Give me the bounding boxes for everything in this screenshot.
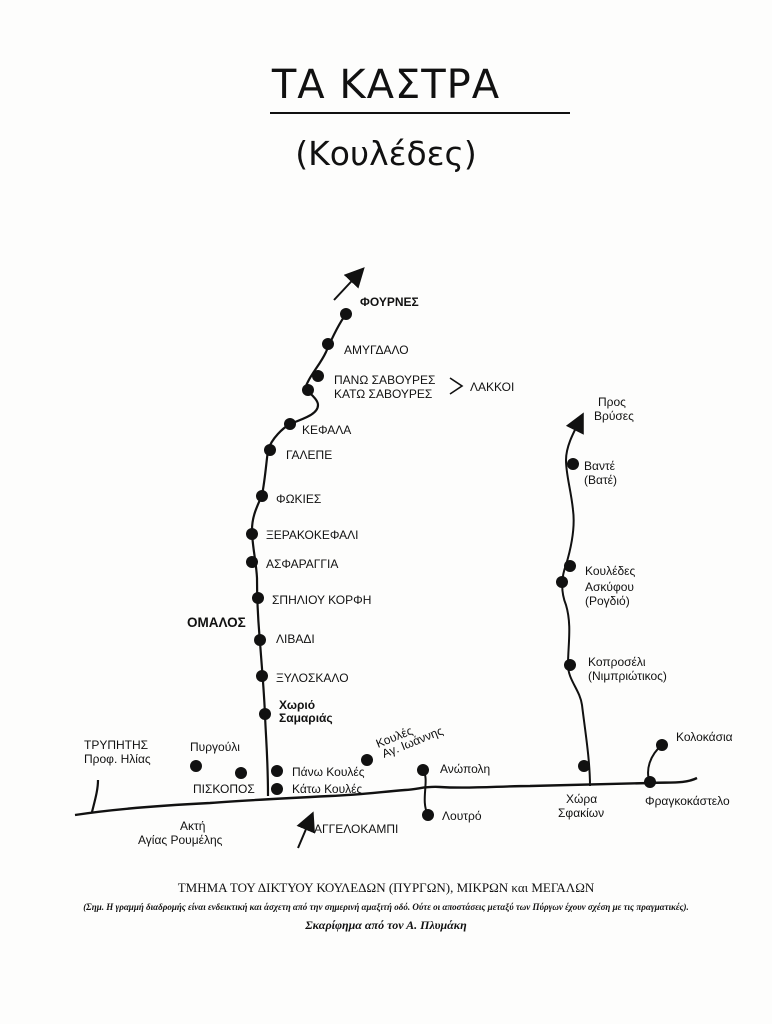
marker-asfaraggia: [246, 556, 258, 568]
coastal-route-line: [74, 776, 698, 817]
label-fragkokastelo: Φραγκοκάστελο: [645, 794, 730, 808]
marker-loutro: [422, 809, 434, 821]
marker-pano-koules: [271, 765, 283, 777]
label-trypitis-1: ΤΡΥΠΗΤΗΣ: [84, 738, 148, 752]
marker-anopoli: [417, 764, 429, 776]
label-anopoli: Ανώπολη: [440, 762, 490, 776]
marker-xerakokefali: [246, 528, 258, 540]
marker-vante: [567, 458, 579, 470]
marker-spiliou-korfi: [252, 592, 264, 604]
label-trypitis-2: Προφ. Ηλίας: [84, 752, 151, 766]
label-fokies: ΦΩΚΙΕΣ: [276, 492, 321, 506]
marker-koules-ag-ioannis: [361, 754, 373, 766]
trypitis-branch-line: [90, 779, 100, 813]
label-xerakokefali: ΞΕΡΑΚΟΚΕΦΑΛΙ: [266, 528, 358, 542]
footer-note: (Σημ. Η γραμμή διαδρομής είναι ενδεικτικ…: [83, 902, 689, 912]
label-asfaraggia: ΑΣΦΑΡΑΓΓΙΑ: [266, 557, 338, 571]
label-xorio-2: Σαμαριάς: [279, 711, 333, 725]
label-akti-1: Ακτή: [180, 819, 205, 833]
map-subtitle: (Κουλέδες): [295, 134, 477, 173]
label-xyloskalo: ΞΥΛΟΣΚΑΛΟ: [276, 671, 349, 685]
marker-kefala: [284, 418, 296, 430]
label-koprosseli-1: Κοπροσέλι: [588, 655, 646, 669]
label-spiliou-korfi: ΣΠΗΛΙΟΥ ΚΟΡΦΗ: [272, 593, 371, 607]
label-pyrgouli: Πυργούλι: [190, 740, 240, 754]
marker-fournes: [340, 308, 352, 320]
label-askyfou-2: (Ρογδιό): [585, 594, 630, 608]
label-lakkoi: ΛΑΚΚΟΙ: [470, 380, 514, 394]
label-aggelokampi: ΑΓΓΕΛΟΚΑΜΠΙ: [314, 822, 398, 836]
label-omalos: ΟΜΑΛΟΣ: [187, 615, 246, 630]
marker-pyrgouli: [190, 760, 202, 772]
marker-fokies: [256, 490, 268, 502]
marker-kolokasia: [656, 739, 668, 751]
label-chora-2: Σφακίων: [558, 806, 604, 820]
marker-pano-savoures: [312, 370, 324, 382]
label-piskopos: ΠΙΣΚΟΠΟΣ: [193, 782, 255, 796]
marker-galepe: [264, 444, 276, 456]
label-amygdalo: ΑΜΥΓΔΑΛΟ: [344, 343, 409, 357]
label-fournes: ΦΟΥΡΝΕΣ: [360, 295, 419, 309]
marker-askyfou: [556, 576, 568, 588]
label-pano-savoures: ΠΑΝΩ ΣΑΒΟΥΡΕΣ: [334, 373, 435, 387]
label-galepe: ΓΑΛΕΠΕ: [286, 448, 332, 462]
label-vante-2: (Βατέ): [584, 473, 617, 487]
aggelokampi-arrow: [296, 811, 315, 849]
label-xorio-1: Χωριό: [279, 698, 315, 712]
label-loutro: Λουτρό: [442, 809, 482, 823]
footer-credit: Σκαρίφημα από τον Α. Πλυμάκη: [305, 918, 467, 932]
marker-kouledes: [564, 560, 576, 572]
marker-amygdalo: [322, 338, 334, 350]
label-kato-koules: Κάτω Κουλές: [292, 782, 363, 796]
marker-piskopos: [235, 767, 247, 779]
label-kefala: ΚΕΦΑΛΑ: [302, 423, 351, 437]
label-akti-2: Αγίας Ρουμέλης: [138, 833, 223, 847]
label-vante-1: Βαντέ: [584, 459, 616, 473]
marker-xorio-samarias: [259, 708, 271, 720]
map-title: ΤΑ ΚΑΣΤΡΑ: [271, 62, 501, 108]
marker-koprosseli: [564, 659, 576, 671]
marker-livadi: [254, 634, 266, 646]
label-livadi: ΛΙΒΑΔΙ: [276, 632, 315, 646]
footer-caption: ΤΜΗΜΑ ΤΟΥ ΔΙΚΤΥΟΥ ΚΟΥΛΕΔΩΝ (ΠΥΡΓΩΝ), ΜΙΚ…: [177, 880, 595, 895]
label-chora-1: Χώρα: [566, 792, 597, 806]
tower-markers: [190, 308, 668, 821]
label-pros-1: Προς: [598, 395, 626, 409]
marker-kato-koules: [271, 783, 283, 795]
anopoli-branch-line: [422, 769, 429, 816]
label-koprosseli-2: (Νιμπριώτικος): [588, 669, 667, 683]
lakkoi-bracket: [449, 377, 464, 395]
marker-chora-sfakion: [578, 760, 590, 772]
marker-kato-savoures: [302, 384, 314, 396]
label-askyfou-1: Ασκύφου: [585, 580, 634, 594]
sfakia-route-line: [561, 412, 591, 787]
label-kato-savoures: ΚΑΤΩ ΣΑΒΟΥΡΕΣ: [334, 387, 432, 401]
marker-xyloskalo: [256, 670, 268, 682]
label-kouledes: Κουλέδες: [585, 564, 635, 578]
title-underline: [270, 112, 570, 114]
marker-fragkokastelo: [644, 776, 656, 788]
fournes-direction-arrow: [333, 267, 365, 301]
label-kolokasia: Κολοκάσια: [676, 730, 733, 744]
label-pros-2: Βρύσες: [594, 409, 634, 423]
label-pano-koules: Πάνω Κουλές: [292, 765, 365, 779]
